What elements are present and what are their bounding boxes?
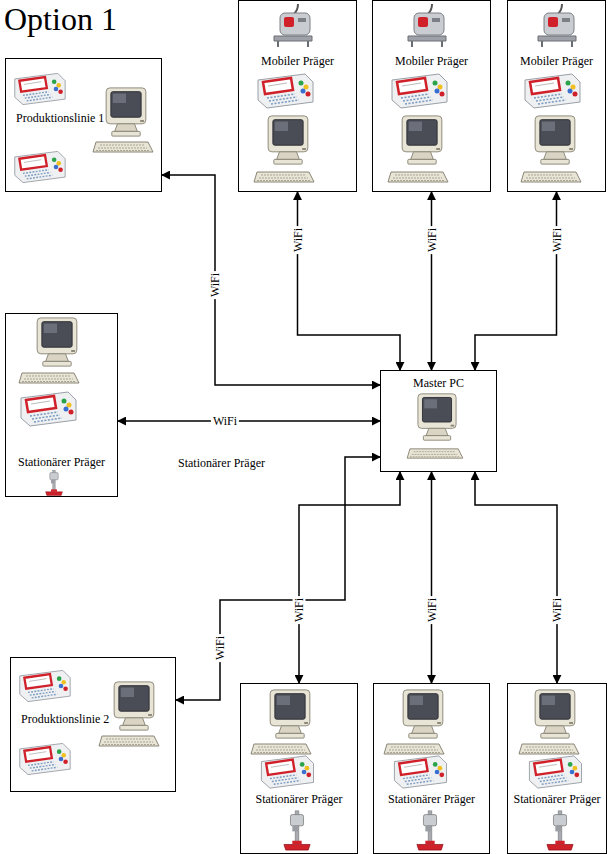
box-label: Stationärer Präger [6, 455, 117, 469]
box-label: Produktionslinie 1 [16, 111, 104, 125]
edge-label: WiFi [291, 226, 304, 254]
device-box: Master PC [380, 370, 497, 472]
wifi-connector [118, 420, 380, 422]
wifi-connector [299, 472, 400, 683]
free-label: Stationärer Präger [178, 456, 265, 470]
box-label: Stationärer Präger [508, 792, 606, 806]
device-box: Mobiler Präger [238, 0, 357, 192]
device-box: Stationärer Präger [5, 313, 118, 497]
box-label: Stationärer Präger [374, 792, 489, 806]
diagram-title: Option 1 [4, 0, 117, 38]
device-box: Produktionslinie 2 [10, 657, 176, 792]
wifi-connector [176, 457, 380, 700]
wifi-connector [431, 472, 433, 683]
device-box: Mobiler Präger [507, 0, 606, 192]
edge-label: WiFi [551, 596, 564, 624]
box-label: Stationärer Präger [241, 792, 357, 806]
wifi-connector [298, 192, 401, 370]
edge-label: WiFi [214, 634, 227, 662]
box-label: Mobiler Präger [239, 54, 356, 68]
wifi-connector [475, 472, 557, 683]
device-box: Stationärer Präger [507, 683, 607, 854]
box-label: Produktionslinie 2 [21, 712, 109, 726]
edge-label: WiFi [550, 226, 563, 254]
edge-label: WiFi [425, 596, 438, 624]
device-box: Stationärer Präger [240, 683, 358, 854]
box-label: Mobiler Präger [373, 54, 490, 68]
edge-label: WiFi [209, 271, 222, 299]
device-box: Produktionslinie 1 [5, 58, 162, 192]
wifi-connector [475, 192, 557, 370]
device-box: Mobiler Präger [372, 0, 491, 192]
edge-label: WiFi [425, 226, 438, 254]
edge-label: WiFi [211, 415, 239, 428]
box-label: Master PC [381, 376, 496, 390]
wifi-connector [431, 192, 433, 370]
wifi-connector [162, 175, 380, 385]
device-box: Stationärer Präger [373, 683, 490, 854]
edge-label: WiFi [293, 596, 306, 624]
box-label: Mobiler Präger [508, 54, 605, 68]
